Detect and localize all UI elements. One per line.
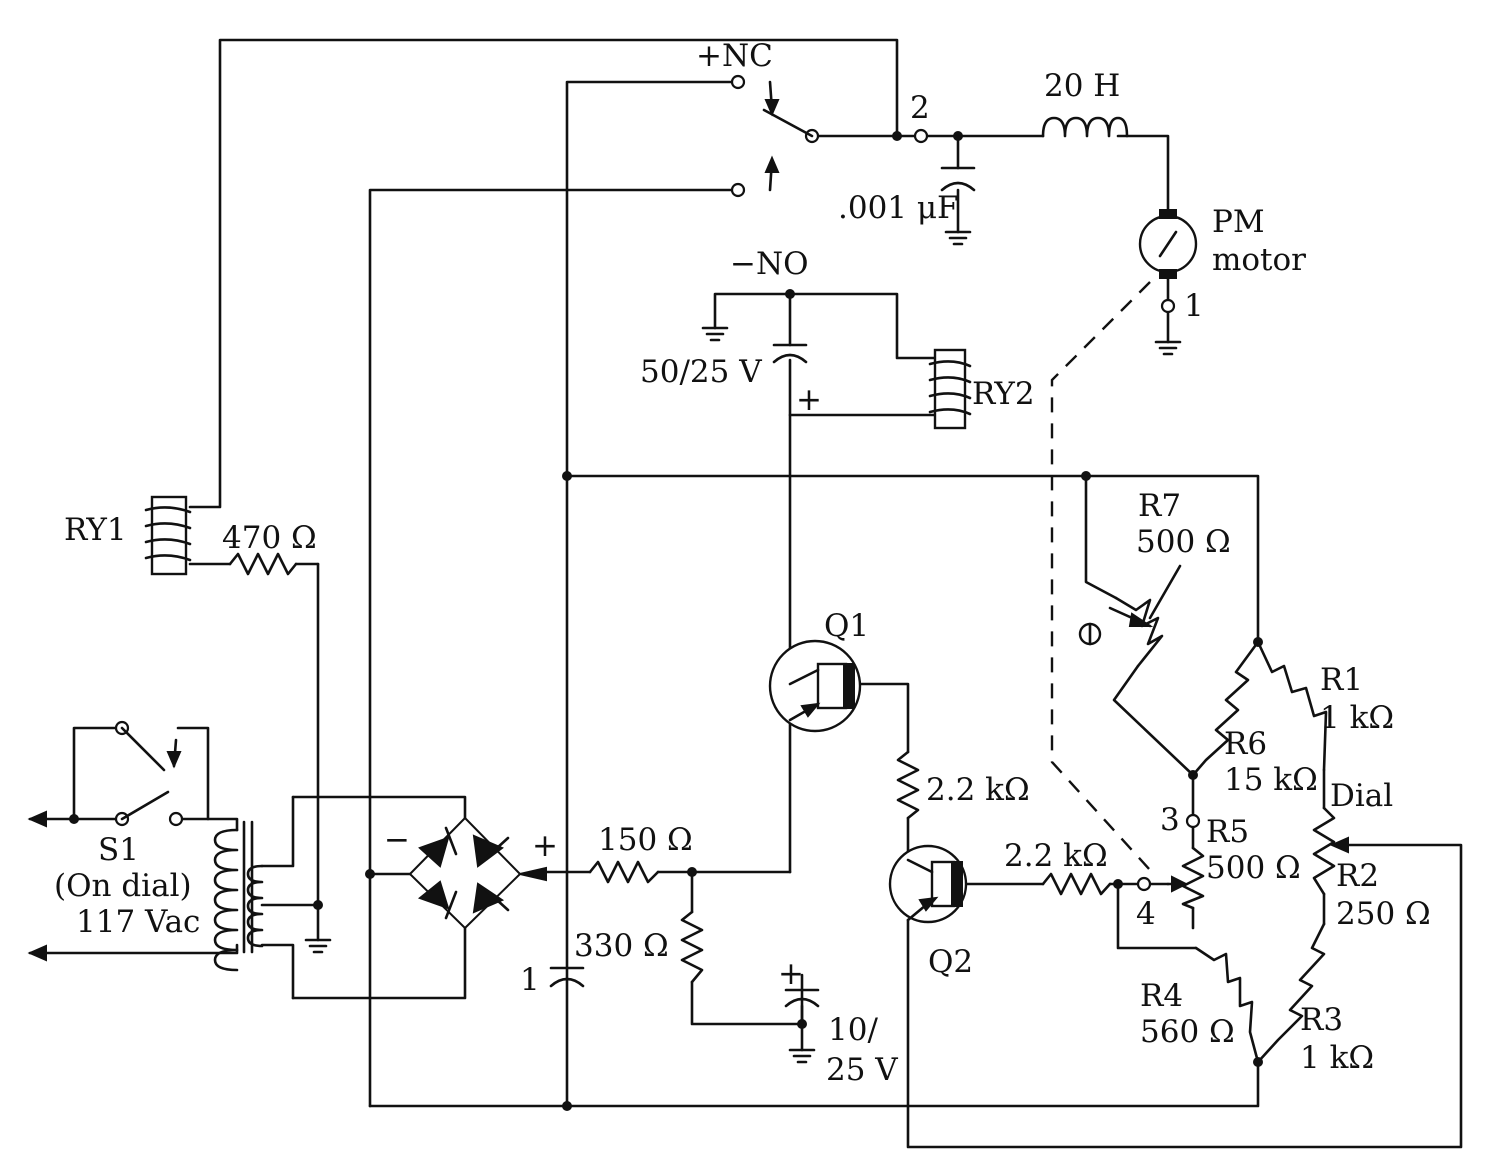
label-motor-1: PM	[1212, 204, 1265, 240]
label-cap-001: .001 μF	[838, 190, 959, 226]
label-r1-name: R1	[1320, 662, 1363, 698]
label-nc: +NC	[696, 38, 773, 74]
transistor-q2	[888, 844, 968, 924]
label-bridge-minus: −	[384, 822, 410, 858]
label-node-1: 1	[1184, 288, 1204, 324]
pm-motor	[1138, 209, 1198, 279]
label-no: −NO	[730, 246, 809, 282]
wires	[28, 38, 1463, 1149]
label-r470: 470 Ω	[222, 520, 317, 556]
label-r150: 150 Ω	[598, 822, 693, 858]
label-r3-name: R3	[1300, 1002, 1343, 1038]
label-choke: 20 H	[1044, 68, 1120, 104]
label-motor-2: motor	[1212, 242, 1306, 278]
label-s1-1: S1	[98, 832, 139, 868]
label-r3-value: 1 kΩ	[1300, 1040, 1374, 1076]
terminals	[114, 74, 1201, 892]
relay-coil-ry2	[928, 348, 972, 430]
label-plus-10: +	[778, 956, 804, 992]
label-r2-name: R2	[1336, 858, 1379, 894]
label-node-2: 2	[910, 90, 930, 126]
switch-s1	[27, 726, 182, 962]
label-cap-1: 1	[520, 962, 540, 998]
label-r5-name: R5	[1206, 814, 1249, 850]
resistor-r6	[1191, 640, 1260, 777]
label-r2-value: 250 Ω	[1336, 896, 1431, 932]
labels: +NC 2 20 H .001 μF PM motor 1 −NO 50/25 …	[54, 38, 1431, 1088]
label-ry2: RY2	[972, 376, 1035, 412]
ground-symbols	[304, 326, 1182, 1064]
relay-contact-switch	[762, 80, 814, 192]
label-node-3: 3	[1160, 802, 1180, 838]
label-r330: 330 Ω	[574, 928, 669, 964]
rheostat-r7	[1078, 564, 1182, 668]
resistor-2k2-q2	[1041, 872, 1112, 896]
capacitor-1	[549, 966, 585, 988]
resistor-r1	[1256, 640, 1328, 772]
resistor-330	[680, 910, 704, 984]
label-r6-name: R6	[1224, 726, 1267, 762]
junction-dots	[69, 131, 1263, 1111]
potentiometer-r2	[1312, 806, 1349, 896]
label-plus-ry2: +	[796, 382, 822, 418]
transformer	[213, 820, 264, 972]
choke-coil	[1041, 116, 1129, 138]
bridge-rectifier	[409, 817, 547, 929]
resistor-150	[588, 860, 660, 884]
label-s1-3: 117 Vac	[76, 904, 200, 940]
label-r4-name: R4	[1140, 978, 1183, 1014]
label-r1-value: 1 kΩ	[1320, 700, 1394, 736]
label-dial: Dial	[1330, 778, 1393, 814]
label-q2: Q2	[928, 944, 973, 980]
mechanical-linkage	[1050, 281, 1151, 871]
label-r6-value: 15 kΩ	[1224, 762, 1318, 798]
transistor-q1	[768, 639, 862, 733]
label-cap-50-25: 50/25 V	[640, 354, 762, 390]
label-r7-name: R7	[1138, 488, 1181, 524]
capacitor-001uf	[940, 166, 976, 246]
relay-coil-ry1	[144, 495, 192, 576]
resistor-r3	[1256, 922, 1326, 1064]
label-s1-2: (On dial)	[54, 868, 192, 904]
label-cap-10-25-1: 10/	[828, 1012, 878, 1048]
label-r4-value: 560 Ω	[1140, 1014, 1235, 1050]
label-ry1: RY1	[64, 512, 127, 548]
capacitor-10-25v	[784, 973, 820, 1026]
label-r2k2-q2: 2.2 kΩ	[1004, 838, 1108, 874]
label-node-4: 4	[1136, 896, 1156, 932]
label-cap-10-25-2: 25 V	[826, 1052, 898, 1088]
label-r7-value: 500 Ω	[1136, 524, 1231, 560]
label-bridge-plus: +	[532, 828, 558, 864]
label-q1: Q1	[824, 608, 869, 644]
capacitor-50-25v	[772, 343, 808, 364]
potentiometer-r5	[1166, 846, 1205, 910]
label-r2k2-q1: 2.2 kΩ	[926, 772, 1030, 808]
resistor-r4	[1194, 946, 1260, 1064]
label-r5-value: 500 Ω	[1206, 850, 1301, 886]
resistor-2k2-q1	[896, 750, 920, 820]
resistor-470	[228, 552, 298, 576]
